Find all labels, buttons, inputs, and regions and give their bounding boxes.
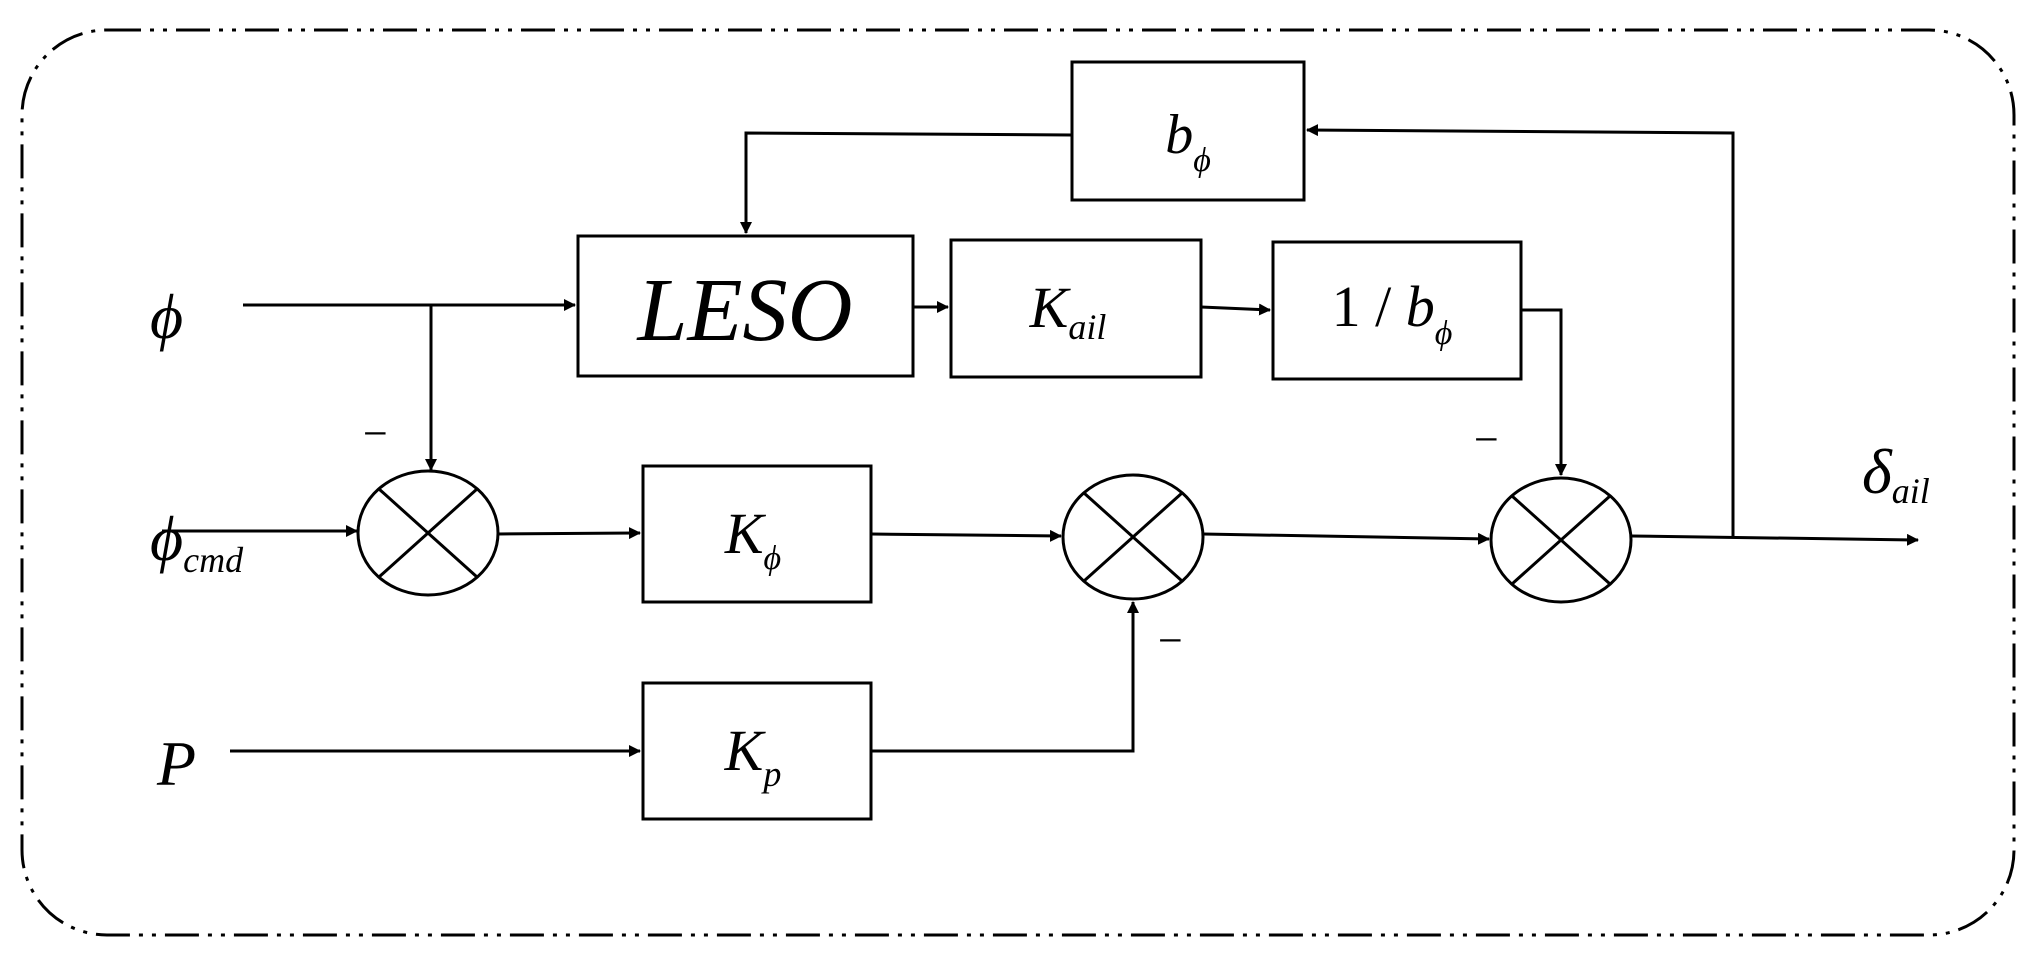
block-inv-b-phi-prefix: 1 / (1332, 274, 1406, 339)
block-inv-b-phi: 1 / bϕ (1271, 240, 1523, 381)
wire-sum3-to-output (1630, 533, 1919, 546)
output-delta-ail-label: δail (1862, 436, 1930, 511)
block-leso: LESO (576, 234, 915, 378)
block-k-p: Kp (641, 681, 873, 821)
wire-sum1-to-k-phi (497, 527, 641, 540)
wire-k-p-to-sum2 (871, 601, 1139, 753)
wire-inv-b-to-sum3 (1521, 308, 1567, 476)
wire-output-feedback-to-b-phi (1306, 124, 1735, 538)
block-k-phi-main: K (724, 501, 767, 566)
svg-text:Kϕ: Kϕ (724, 501, 781, 577)
sign-sum3-minus: − (1474, 415, 1499, 464)
block-k-ail-main: K (1029, 275, 1072, 340)
outer-frame (20, 28, 2016, 937)
block-inv-b-phi-sub: ϕ (1435, 315, 1453, 352)
svg-text:1 / bϕ: 1 / bϕ (1332, 274, 1453, 352)
block-k-ail: Kail (949, 238, 1203, 379)
input-phi-cmd-label: ϕcmd (150, 503, 244, 580)
wire-b-phi-to-leso (740, 131, 1073, 234)
svg-text:Kail: Kail (1029, 275, 1107, 347)
block-k-phi: Kϕ (641, 464, 873, 604)
block-b-phi: bϕ (1070, 60, 1306, 202)
sign-sum1-minus: − (363, 409, 388, 458)
wire-k-ail-to-inv-b (1200, 303, 1271, 316)
wire-k-phi-to-sum2 (870, 529, 1062, 542)
block-b-phi-sub: ϕ (1193, 142, 1211, 179)
sign-sum2-minus: − (1158, 616, 1183, 665)
block-k-phi-sub: ϕ (764, 540, 782, 577)
input-phi-label: ϕ (150, 281, 183, 352)
svg-text:Kp: Kp (724, 718, 782, 794)
input-p-label: P (156, 728, 196, 799)
summing-junction-2 (1061, 473, 1205, 601)
block-k-ail-sub: ail (1068, 307, 1106, 347)
summing-junction-3 (1489, 476, 1633, 604)
block-inv-b-phi-main: b (1406, 274, 1435, 339)
wire-sum2-to-sum3 (1202, 532, 1490, 545)
block-leso-label: LESO (635, 261, 852, 360)
svg-text:bϕ: bϕ (1165, 104, 1211, 179)
summing-junction-1 (356, 469, 500, 597)
block-b-phi-main: b (1165, 104, 1193, 166)
block-k-p-main: K (724, 718, 767, 783)
block-k-p-sub: p (760, 754, 781, 794)
